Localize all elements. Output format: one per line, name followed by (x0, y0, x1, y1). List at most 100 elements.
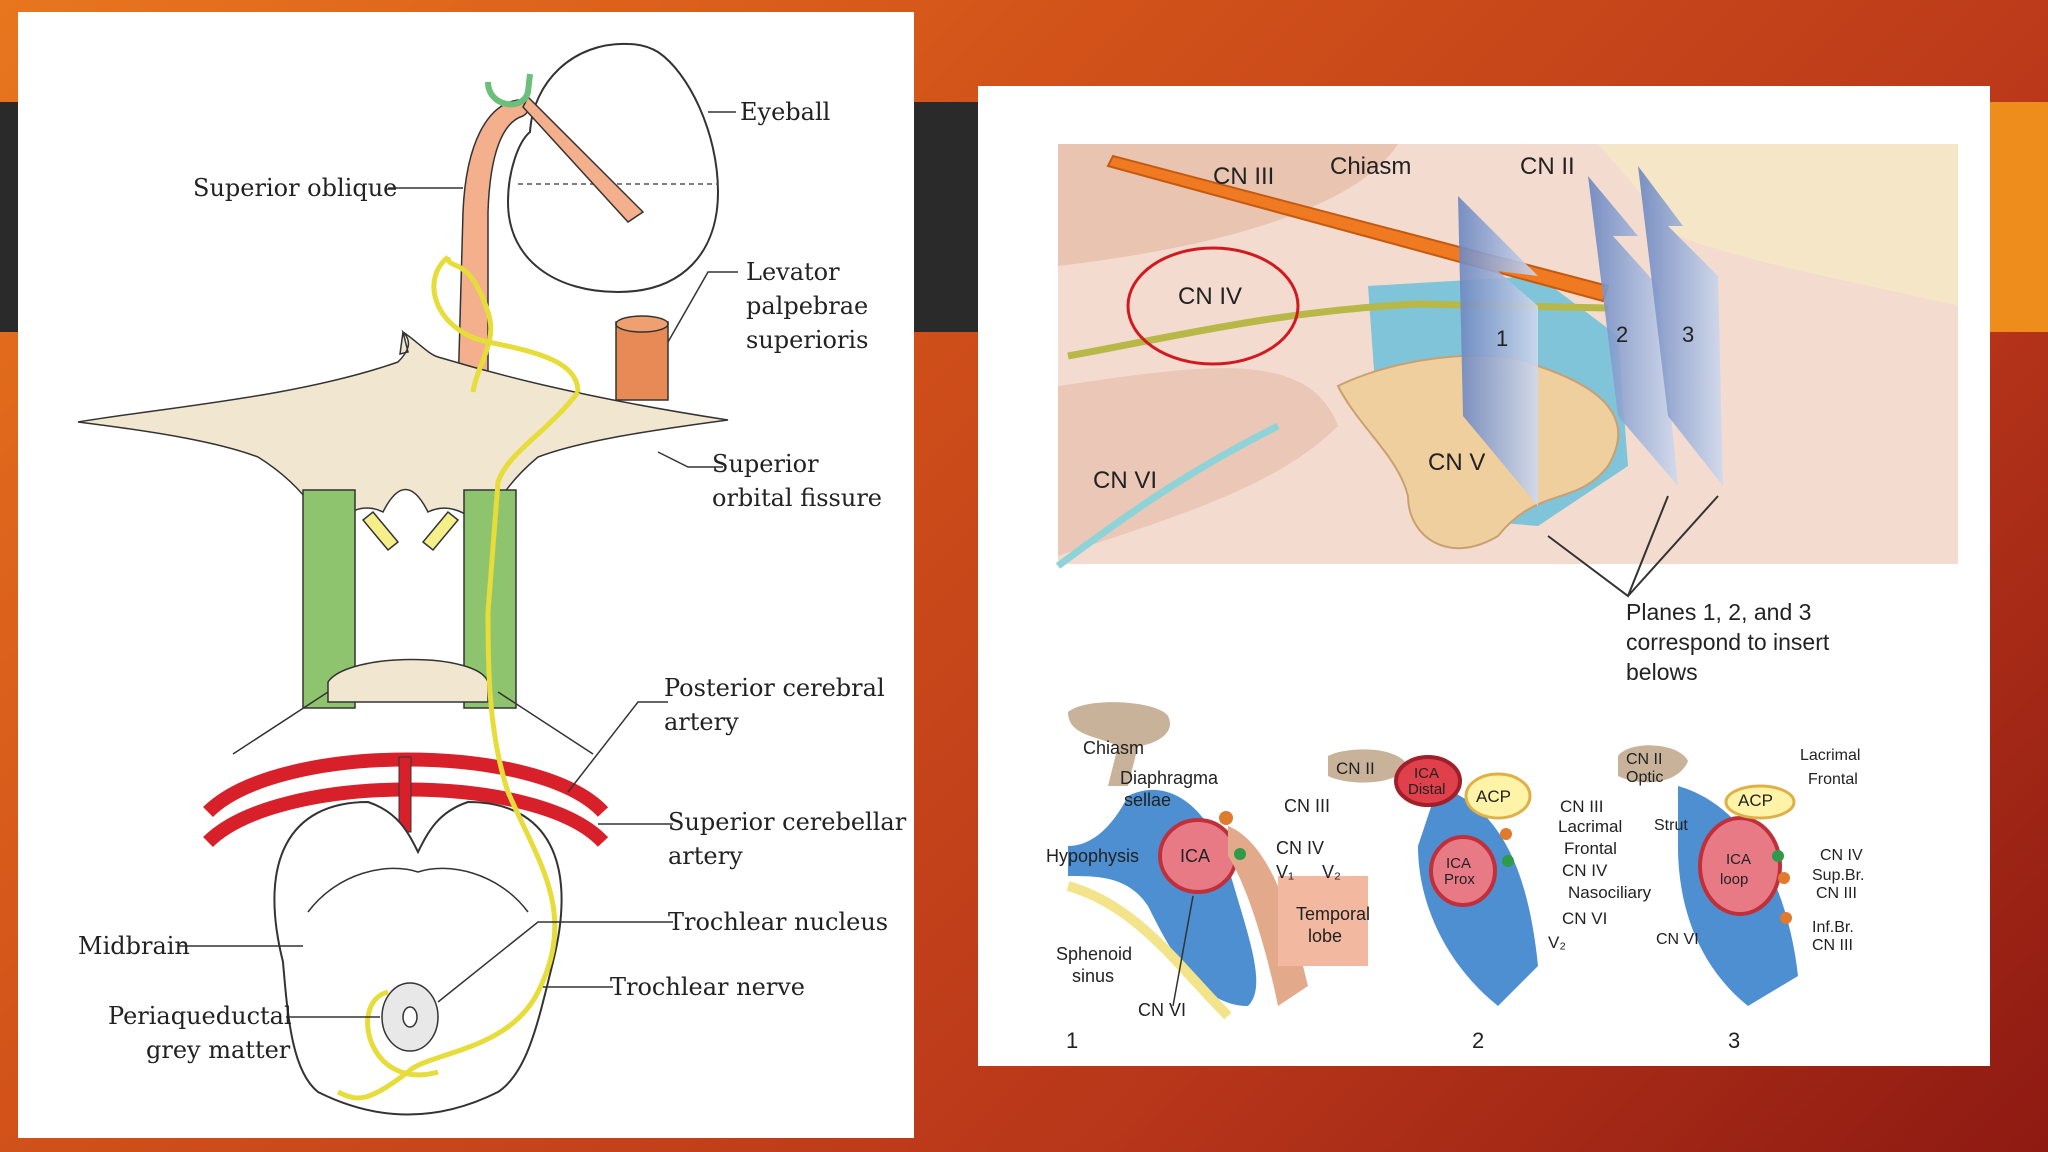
inset3-acp (1724, 784, 1796, 820)
inset1-label-ica: ICA (1180, 846, 1210, 866)
inset3-inf-br (1780, 912, 1792, 924)
plane-3-shape (1638, 166, 1723, 486)
label-levator-3: superioris (746, 326, 868, 354)
label-pca-2: artery (664, 708, 739, 736)
inset2-label-frontal: Frontal (1564, 839, 1617, 858)
inset2-label-ica-distal-2: Distal (1408, 781, 1446, 798)
inset2-label-cn4: CN IV (1562, 861, 1608, 880)
label-top-cn2: CN II (1520, 153, 1575, 180)
tentorium-left (232, 691, 329, 755)
inset1-cn6-leader (1172, 895, 1194, 1007)
inset2-acp (1464, 772, 1532, 820)
inset2-ica-prox (1429, 835, 1497, 907)
label-pag-2: grey matter (146, 1036, 291, 1064)
label-superior-oblique: Superior oblique (193, 174, 397, 202)
label-eyeball: Eyeball (740, 98, 830, 126)
inset1-label-temporal-2: lobe (1308, 926, 1342, 946)
inset1-chiasm-shape (1068, 702, 1171, 786)
inset1-label-chiasm: Chiasm (1083, 738, 1144, 758)
label-sof-1: Superior (712, 450, 819, 478)
inset-2: CN II ICA Distal ACP CN III Lacrimal Fro… (1328, 749, 1652, 1053)
inset1-label-sphenoid-1: Sphenoid (1056, 944, 1132, 964)
tentorium-right (497, 691, 594, 755)
inset1-label-cn6: CN VI (1138, 1000, 1186, 1020)
inset1-label-v1: V₁ (1276, 862, 1294, 882)
inset1-label-temporal-1: Temporal (1296, 904, 1370, 924)
label-levator-1: Levator (746, 258, 840, 286)
eyeball-shape (506, 42, 720, 294)
basilar-artery (398, 756, 412, 833)
trochlea (485, 73, 533, 108)
leader-pca (567, 701, 668, 793)
leader-sof (657, 451, 723, 468)
cavernous-figure-svg: CN III Chiasm CN II CN IV CN VI CN V 1 2… (1046, 144, 1958, 1053)
inset1-label-cn4: CN IV (1276, 838, 1324, 858)
label-pag-1: Periaqueductal (108, 1002, 292, 1030)
aqueduct (402, 1006, 418, 1028)
leader-levator (667, 271, 738, 343)
label-levator-2: palpebrae (746, 292, 868, 320)
label-note-2: correspond to insert (1626, 629, 1830, 655)
label-trochlear-nucleus: Trochlear nucleus (668, 908, 888, 936)
inset2-cn2-shape (1328, 749, 1408, 783)
label-top-cn4: CN IV (1178, 283, 1242, 310)
label-top-cn5: CN V (1428, 449, 1485, 476)
optic-nerve-right (421, 510, 460, 552)
trochlear-diagram-svg: Eyeball Superior oblique Levator palpebr… (77, 42, 907, 1116)
label-note-1: Planes 1, 2, and 3 (1626, 599, 1811, 625)
inset1-label-sphenoid-2: sinus (1072, 966, 1114, 986)
leader-nucleus (437, 921, 673, 1003)
trochlear-nerve-decussation (365, 989, 439, 1078)
label-sca-1: Superior cerebellar (668, 808, 907, 836)
levator-muscle (615, 321, 669, 401)
inset3-cn4 (1772, 850, 1784, 862)
trochlear-nerve-distal (445, 256, 494, 393)
inset1-cn4 (1234, 848, 1246, 860)
cn6-nerve (1055, 422, 1280, 569)
optic-nerve-left (361, 510, 400, 552)
inset2-cn3 (1500, 828, 1512, 840)
inset2-label-cn2: CN II (1336, 759, 1375, 778)
label-plane-3: 3 (1682, 322, 1694, 347)
inset1-label-cn3: CN III (1284, 796, 1330, 816)
cn4-highlight-circle (1126, 246, 1300, 366)
inset3-label-frontal: Frontal (1808, 771, 1858, 788)
inset2-label-ica-prox-1: ICA (1446, 855, 1471, 872)
inset2-label-cn6: CN VI (1562, 909, 1607, 928)
label-pca-1: Posterior cerebral (664, 674, 885, 702)
plane-1-shape (1458, 196, 1538, 506)
inset2-label-ica-prox-2: Prox (1444, 871, 1475, 888)
inset1-label-hypophysis: Hypophysis (1046, 846, 1139, 866)
inset2-ica-distal (1394, 755, 1462, 807)
inset3-label-strut: Strut (1654, 817, 1688, 834)
inset3-label-ica-1: ICA (1726, 851, 1751, 868)
inset1-sphenoid (1066, 881, 1232, 1020)
top-optic-area (1598, 144, 1958, 306)
inset3-label-supbr-2: CN III (1816, 885, 1857, 902)
label-sof-2: orbital fissure (712, 484, 882, 512)
label-plane-2: 2 (1616, 322, 1628, 347)
midbrain-inner (307, 867, 529, 913)
inset3-sup-br (1778, 872, 1790, 884)
inset3-cn2-shape (1618, 745, 1688, 783)
inset3-label-infbr-1: Inf.Br. (1812, 919, 1854, 936)
inset3-number: 3 (1728, 1028, 1740, 1053)
top-tissue-2 (1058, 368, 1338, 556)
label-plane-1: 1 (1496, 326, 1508, 351)
inset1-cn3 (1219, 811, 1233, 825)
inset1-label-v2: V₂ (1322, 862, 1341, 882)
inset3-label-cn4: CN IV (1820, 847, 1863, 864)
inset3-label-cn2-1: CN II (1626, 751, 1662, 768)
inset2-label-lacrimal: Lacrimal (1558, 817, 1622, 836)
inset2-label-cn3: CN III (1560, 797, 1603, 816)
inset2-cn4 (1502, 855, 1514, 867)
label-sca-2: artery (668, 842, 743, 870)
inset1-label-diaphragma-2: sellae (1124, 790, 1171, 810)
inset3-label-acp: ACP (1738, 791, 1773, 810)
inset3-label-ica-2: loop (1720, 871, 1748, 888)
inset3-label-supbr-1: Sup.Br. (1812, 867, 1864, 884)
trochlear-nerve-diagram: Eyeball Superior oblique Levator palpebr… (18, 12, 914, 1138)
inset1-label-diaphragma-1: Diaphragma (1120, 768, 1219, 788)
inset2-number: 2 (1472, 1028, 1484, 1053)
inset2-label-acp: ACP (1476, 787, 1511, 806)
